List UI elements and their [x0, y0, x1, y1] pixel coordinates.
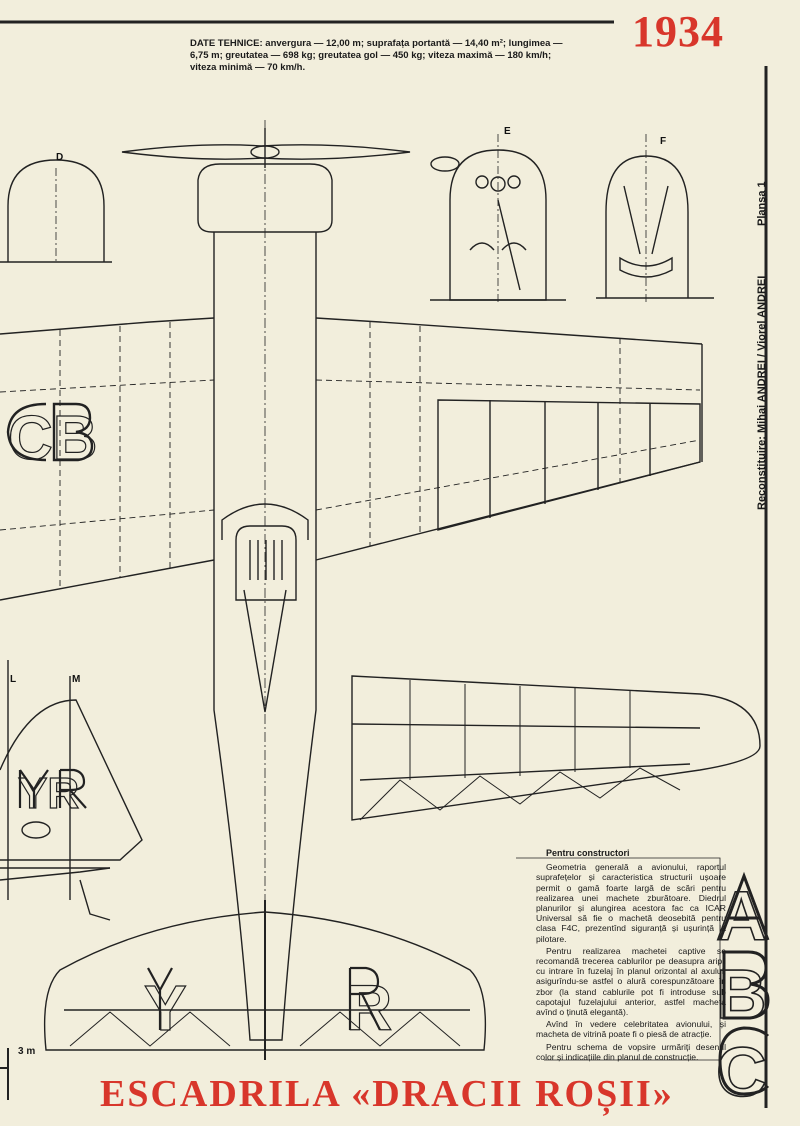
stab-marking-y: Y: [144, 972, 187, 1044]
propeller: [121, 144, 411, 160]
scale-label: 3 m: [18, 1046, 36, 1057]
technical-data: DATE TEHNICE: anvergura — 12,00 m; supra…: [190, 38, 563, 73]
letter-c: C: [716, 1033, 767, 1111]
constructors-paragraph: Pentru realizarea machetei captive se re…: [536, 945, 726, 1018]
view-label-d: D: [56, 152, 63, 163]
year-heading: 1934: [632, 7, 724, 56]
constructors-note: Pentru constructori Geometria generală a…: [536, 848, 726, 1064]
view-label-l: L: [10, 674, 16, 685]
credit-text: Reconstituire: Mihai ANDREI / Viorel AND…: [756, 275, 768, 510]
constructors-paragraph: Pentru schema de vopsire urmăriți desenu…: [536, 1041, 726, 1062]
view-e-frame: [449, 149, 547, 301]
stab-marking-r: R: [346, 972, 392, 1044]
letter-b: B: [716, 955, 767, 1033]
view-f-frame: [605, 155, 689, 298]
engine-cowl: [197, 163, 333, 233]
view-label-m: M: [72, 674, 80, 685]
letter-a: A: [716, 877, 767, 955]
bottom-title: ESCADRILA «DRACII ROȘII»: [100, 1073, 674, 1115]
tail-fin: [0, 699, 143, 861]
cockpit: [235, 525, 297, 601]
tail-marking-yr: YR: [18, 769, 79, 818]
view-d-outline: [7, 159, 105, 262]
wing-panel-view: [351, 675, 761, 821]
aileron: [437, 399, 701, 531]
constructors-title: Pentru constructori: [546, 848, 630, 858]
outline-letters: [718, 871, 770, 1096]
constructors-paragraph: Avînd în vedere celebritatea avionului, …: [536, 1019, 726, 1040]
wing-leading-edge: [0, 317, 703, 345]
wing-marking-cb: CB: [8, 404, 98, 473]
plate-number: Planșa 1: [756, 181, 768, 226]
constructors-paragraph: Geometria generală a avionului, raportul…: [536, 862, 726, 944]
wing-trailing-edge: [0, 461, 701, 601]
credit-block: Reconstituire: Mihai ANDREI / Viorel AND…: [752, 230, 772, 510]
view-label-e: E: [504, 126, 511, 137]
view-label-f: F: [660, 136, 666, 147]
